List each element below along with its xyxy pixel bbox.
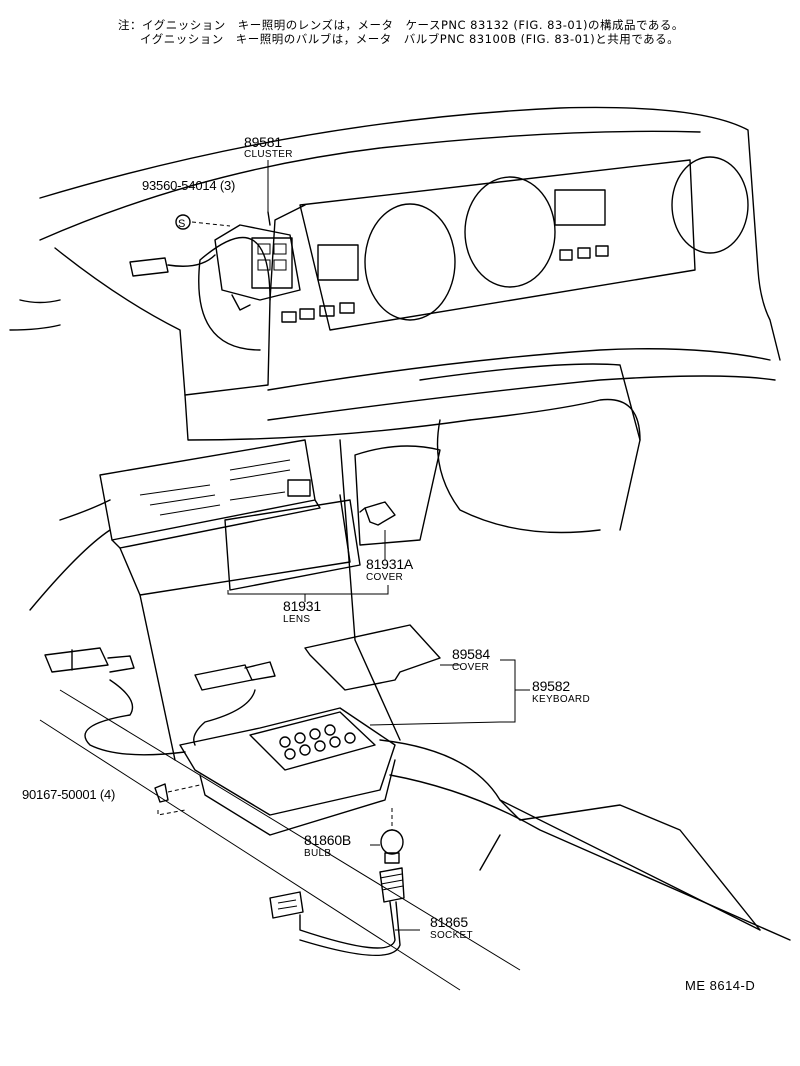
cluster-switch-unit: [214, 211, 301, 311]
part-code-screw-93560: 93560-54014 (3): [142, 178, 236, 193]
lens-outline: [224, 499, 361, 591]
note-line-2: イグニッション キー照明のバルブは，メータ バルブPNC 83100B (FIG…: [140, 32, 680, 46]
part-code-socket: 81865: [430, 914, 468, 930]
right-gauge-ring: [671, 156, 749, 254]
drawing-reference: ME 8614-D: [685, 978, 756, 993]
dash-top-edge: [39, 106, 781, 361]
radio-panel: [99, 439, 351, 596]
small-cover-part: [364, 501, 396, 526]
part-name-bulb: BULB: [304, 848, 332, 859]
part-code-keyboard: 89582: [532, 678, 570, 694]
screw-symbol-letter: S: [178, 218, 185, 230]
part-code-screw-90167: 90167-50001 (4): [22, 787, 116, 802]
part-code-bulb: 81860B: [304, 832, 352, 848]
leader-lines: [227, 160, 530, 931]
screw-symbol: [175, 214, 191, 230]
dash-upper-line: [39, 130, 701, 241]
keyboard-unit: [179, 707, 396, 836]
part-name-cluster: CLUSTER: [244, 149, 293, 160]
part-name-keyboard: KEYBOARD: [532, 694, 590, 705]
part-code-lens: 81931: [283, 598, 321, 614]
part-name-socket: SOCKET: [430, 930, 473, 941]
socket-part: [269, 867, 405, 957]
glovebox-outline: [469, 398, 641, 531]
part-name-cover-89584: COVER: [452, 662, 490, 673]
cluster-connector: [129, 254, 216, 277]
dash-left-hood: [54, 247, 186, 396]
part-code-cluster: 89581: [244, 134, 282, 150]
screw-part: [154, 783, 169, 803]
speedometer-ring: [364, 203, 456, 321]
left-gauge-ring: [198, 236, 271, 351]
cluster-buttons: [281, 245, 609, 323]
part-name-lens: LENS: [283, 614, 311, 625]
part-name-cover-81931a: COVER: [366, 572, 404, 583]
keyboard-cover-outline: [304, 624, 441, 691]
note-line-1: 注：イグニッション キー照明のレンズは，メータ ケースPNC 83132 (FI…: [118, 18, 684, 32]
instrument-face: [299, 159, 696, 331]
part-code-cover-89584: 89584: [452, 646, 490, 662]
harness-connectors: [44, 647, 276, 756]
tachometer-ring: [464, 176, 556, 288]
part-code-cover-81931a: 81931A: [366, 556, 414, 572]
bulb-part: [380, 829, 404, 864]
